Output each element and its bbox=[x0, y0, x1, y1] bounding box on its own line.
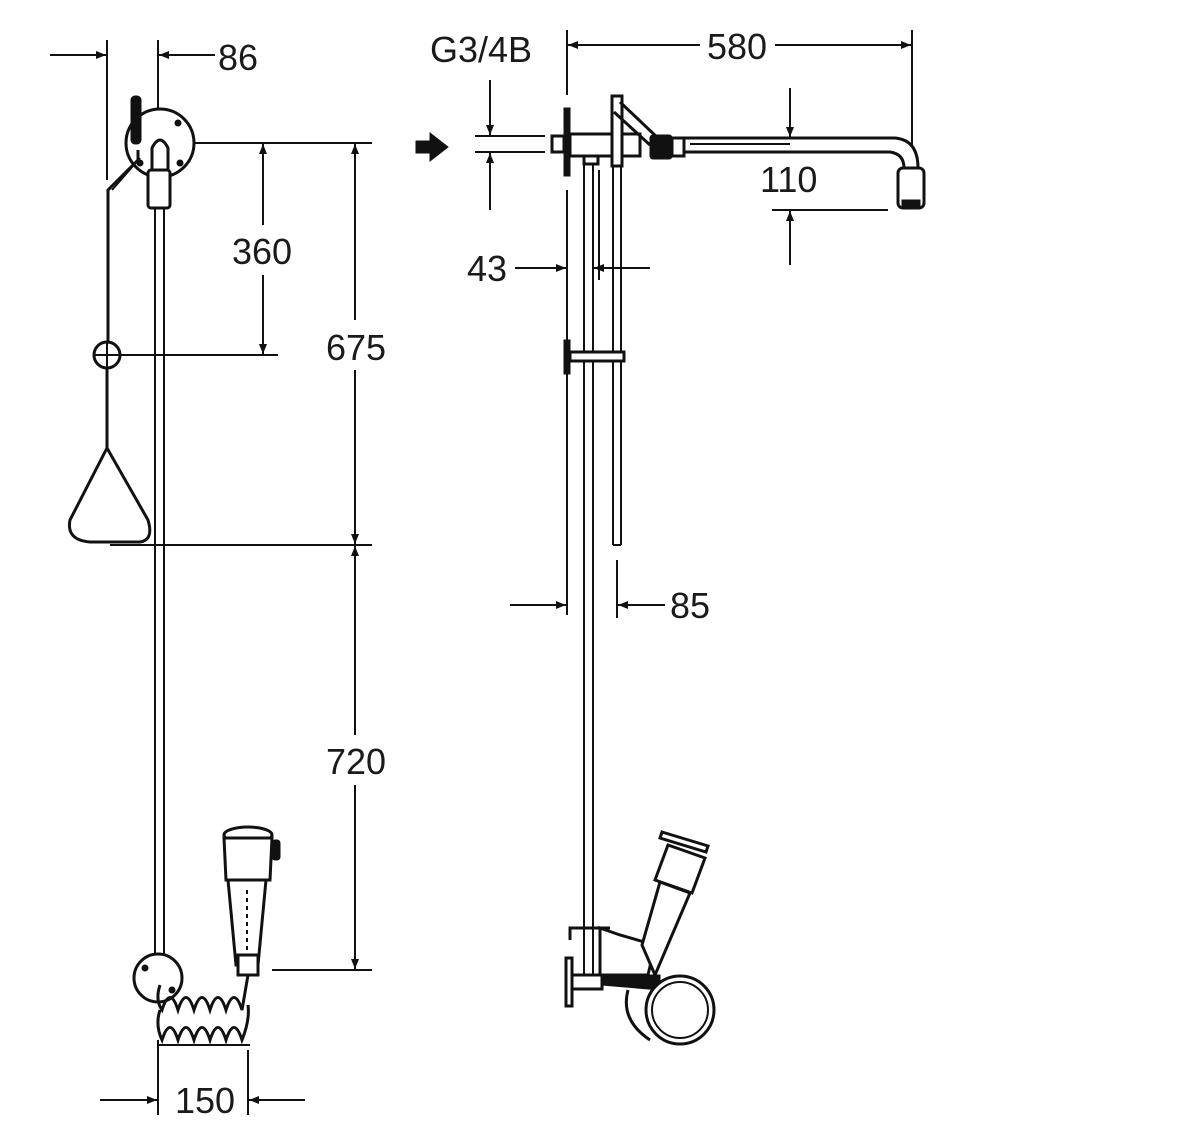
dim-label-675: 675 bbox=[326, 327, 386, 368]
dimension-86: 86 bbox=[50, 37, 258, 180]
dim-label-580: 580 bbox=[707, 26, 767, 67]
dim-label-43: 43 bbox=[467, 248, 507, 289]
front-view: 86 360 bbox=[50, 37, 386, 1121]
pull-handle-triangle bbox=[67, 444, 152, 544]
dimension-43: 43 bbox=[467, 248, 650, 289]
thread-spec-label: G3/4B bbox=[430, 29, 532, 70]
shower-arm bbox=[550, 94, 926, 210]
dim-label-720: 720 bbox=[326, 741, 386, 782]
flow-direction-arrow-icon bbox=[415, 131, 449, 163]
dimension-85: 85 bbox=[510, 560, 710, 626]
dimension-150: 150 bbox=[100, 1040, 305, 1121]
dimension-360: 360 bbox=[232, 144, 292, 354]
spiral-hose bbox=[132, 952, 250, 1046]
dimension-thread: G3/4B bbox=[430, 29, 545, 210]
dim-label-150: 150 bbox=[175, 1080, 235, 1121]
side-view: 580 G3/4B bbox=[415, 26, 926, 1046]
eyewash-assembly-side bbox=[564, 830, 716, 1046]
dim-label-85: 85 bbox=[670, 585, 710, 626]
eyewash-hand-spray bbox=[222, 825, 281, 977]
dimension-675: 675 bbox=[326, 144, 386, 544]
dim-label-110: 110 bbox=[760, 159, 817, 200]
wall-rosette-top bbox=[124, 95, 196, 210]
rod-bracket bbox=[563, 339, 626, 375]
dim-label-86: 86 bbox=[218, 37, 258, 78]
dimension-580: 580 bbox=[568, 26, 911, 67]
pull-rod bbox=[67, 150, 152, 544]
dimension-720: 720 bbox=[326, 546, 386, 969]
dimension-110: 110 bbox=[760, 88, 888, 265]
dim-label-360: 360 bbox=[232, 231, 292, 272]
